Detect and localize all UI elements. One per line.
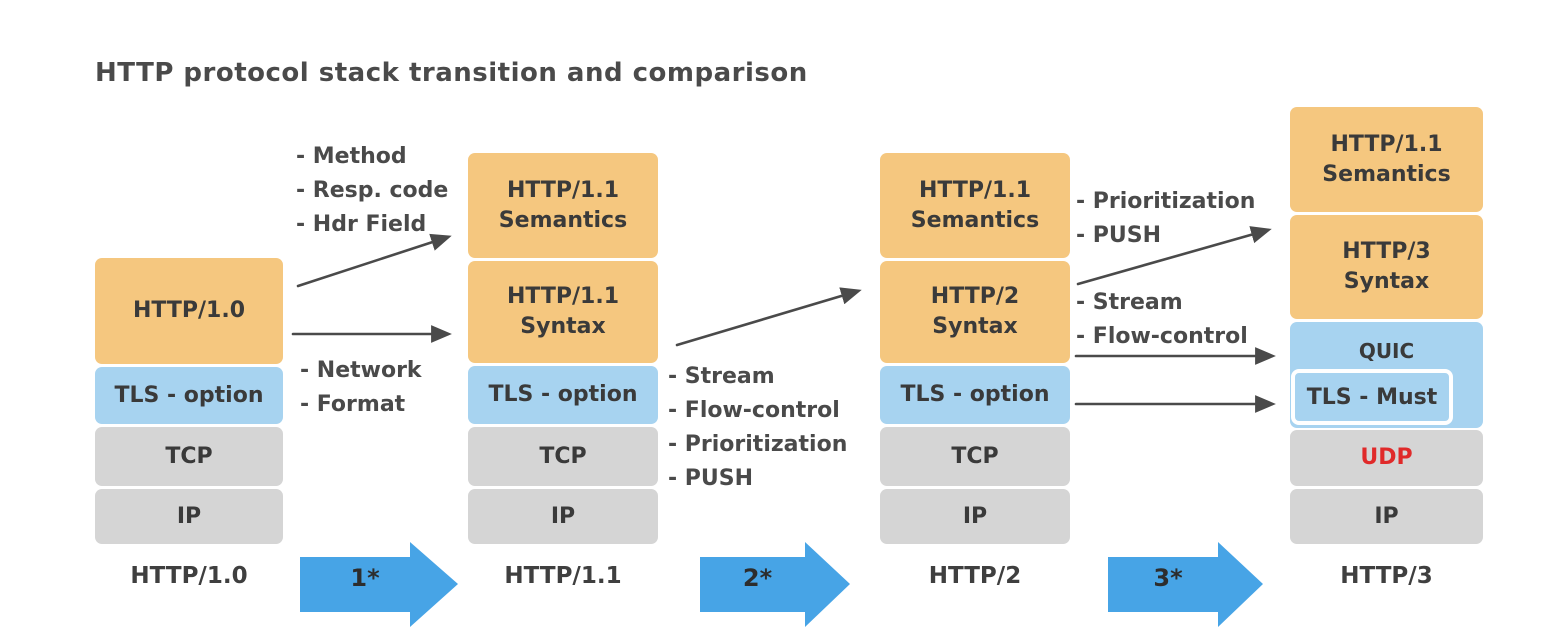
http3-udp-box: UDP (1290, 430, 1483, 486)
http2-ip-box: IP (880, 489, 1070, 544)
http11-ip-box: IP (468, 489, 658, 544)
note-hdr-field: - Hdr Field (296, 212, 427, 237)
note-format: - Format (300, 392, 406, 417)
http11-semantics-box: HTTP/1.1 Semantics (468, 153, 658, 258)
note-flow-control: - Flow-control (668, 398, 840, 423)
http2-semantics-box: HTTP/1.1 Semantics (880, 153, 1070, 258)
block-arrow-3-label: 3* (1153, 564, 1183, 592)
note-resp-code: - Resp. code (296, 178, 449, 203)
http2-tcp-box: TCP (880, 427, 1070, 486)
http3-tls-must-box: TLS - Must (1291, 369, 1453, 425)
http11-tcp-box: TCP (468, 427, 658, 486)
http11-tls-box: TLS - option (468, 366, 658, 424)
block-arrow-1-label: 1* (350, 564, 380, 592)
note-prioritization2: - Prioritization (1076, 189, 1256, 214)
http2-tls-box: TLS - option (880, 366, 1070, 424)
transition1-lower-notes: - Network - Format (300, 354, 422, 422)
note-stream: - Stream (668, 364, 775, 389)
transition1-upper-notes: - Method - Resp. code - Hdr Field (296, 140, 448, 242)
http3-ip-box: IP (1290, 489, 1483, 544)
note-stream2: - Stream (1076, 290, 1183, 315)
http10-tcp-box: TCP (95, 427, 283, 486)
http10-tls-box: TLS - option (95, 367, 283, 424)
transition3-upper-notes: - Prioritization - PUSH (1076, 185, 1255, 253)
http10-app-box: HTTP/1.0 (95, 258, 283, 364)
http11-stack-caption: HTTP/1.1 (504, 563, 622, 589)
transition3-mid-notes: - Stream - Flow-control (1076, 286, 1248, 354)
http3-semantics-box: HTTP/1.1 Semantics (1290, 107, 1483, 212)
http2-stack-caption: HTTP/2 (928, 563, 1022, 589)
http2-syntax-box: HTTP/2 Syntax (880, 261, 1070, 363)
http11-syntax-box: HTTP/1.1 Syntax (468, 261, 658, 363)
http10-stack-caption: HTTP/1.0 (130, 563, 248, 589)
http3-stack-caption: HTTP/3 (1340, 563, 1433, 589)
block-arrow-2-label: 2* (742, 564, 773, 592)
http10-ip-box: IP (95, 489, 283, 544)
transition2-lower-notes: - Stream - Flow-control - Prioritization… (668, 360, 847, 496)
note-prioritization: - Prioritization (668, 432, 848, 457)
diagram-title: HTTP protocol stack transition and compa… (95, 58, 808, 88)
note-push2: - PUSH (1076, 223, 1162, 248)
note-flow-control2: - Flow-control (1076, 324, 1248, 349)
arrow-http10-to-http11-semantics (296, 233, 452, 288)
http3-syntax-box: HTTP/3 Syntax (1290, 215, 1483, 319)
note-method: - Method (296, 144, 407, 169)
note-network: - Network (300, 358, 422, 383)
note-push: - PUSH (668, 466, 754, 491)
arrow-http11-to-http2-syntax (675, 287, 862, 347)
